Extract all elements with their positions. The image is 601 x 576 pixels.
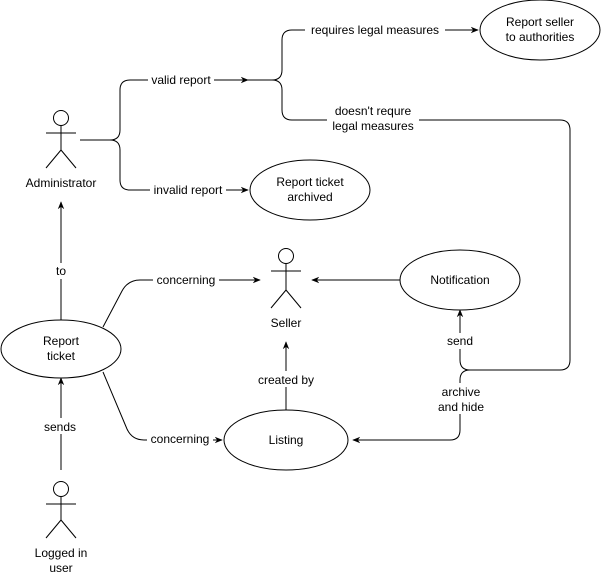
logged-in-user-label-1: Logged in (35, 546, 88, 560)
notification-label: Notification (430, 273, 489, 287)
administrator-label: Administrator (26, 176, 97, 190)
administrator-actor (45, 110, 77, 169)
edge-send (456, 309, 471, 371)
report-seller-label-2: to authorities (506, 30, 575, 44)
report-archived-label-1: Report ticket (276, 175, 344, 189)
concerning-seller-label: concerning (157, 273, 216, 287)
report-ticket-label-1: Report (43, 334, 80, 348)
edge-admin-valid (80, 76, 249, 141)
concerning-listing-label: concerning (151, 432, 210, 446)
sends-label: sends (44, 420, 76, 434)
report-ticket-label-2: ticket (47, 349, 76, 363)
edge-requires-legal (248, 26, 479, 81)
edge-concerning-seller (102, 276, 261, 328)
invalid-report-label: invalid report (154, 183, 223, 197)
edge-not-requires-legal (248, 79, 571, 444)
requires-legal-label: requires legal measures (311, 23, 439, 37)
edge-concerning-listing (102, 371, 223, 444)
archive-hide-label-2: and hide (438, 400, 484, 414)
report-ticket-node (0, 319, 122, 379)
archive-hide-label-1: archive (442, 385, 481, 399)
notification-node (399, 249, 521, 311)
logged-in-user-label-2: user (49, 561, 72, 575)
report-archived-node (249, 159, 371, 221)
not-requires-legal-label-1: doesn't requre (335, 104, 412, 118)
report-seller-node (479, 0, 601, 61)
seller-label: Seller (271, 316, 302, 330)
edge-admin-invalid (80, 139, 249, 194)
report-archived-label-2: archived (287, 190, 332, 204)
listing-label: Listing (269, 433, 304, 447)
to-label: to (56, 264, 66, 278)
listing-node (223, 409, 349, 471)
logged-in-user-actor (45, 481, 77, 539)
report-seller-label-1: Report seller (506, 15, 574, 29)
valid-report-label: valid report (151, 73, 211, 87)
send-label: send (447, 334, 473, 348)
seller-actor (270, 248, 302, 309)
not-requires-legal-label-2: legal measures (332, 119, 413, 133)
created-by-label: created by (258, 373, 314, 387)
